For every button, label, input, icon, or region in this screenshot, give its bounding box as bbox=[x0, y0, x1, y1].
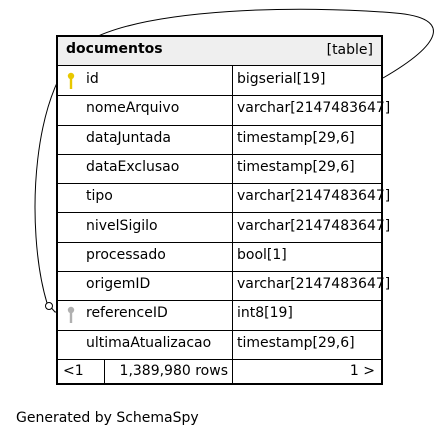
relationship-origin-circle bbox=[45, 302, 53, 310]
column-row-nomearquivo[interactable]: nomeArquivo varchar[2147483647] bbox=[58, 95, 390, 126]
column-type: int8[19] bbox=[237, 305, 293, 322]
relationship-line bbox=[34, 8, 434, 313]
table-kind: [table] bbox=[326, 42, 373, 58]
table-name: documentos bbox=[66, 41, 163, 57]
column-row-origemid[interactable]: origemID varchar[2147483647] bbox=[58, 271, 390, 302]
column-row-processado[interactable]: processado bool[1] bbox=[58, 241, 381, 273]
column-name: id bbox=[86, 71, 99, 87]
column-type: timestamp[29,6] bbox=[237, 158, 355, 175]
column-type: timestamp[29,6] bbox=[237, 334, 355, 351]
generated-by-label: Generated by SchemaSpy bbox=[16, 410, 199, 426]
column-name: dataExclusao bbox=[86, 158, 180, 175]
column-name: dataJuntada bbox=[86, 129, 171, 146]
column-type: varchar[2147483647] bbox=[237, 276, 391, 293]
column-row-tipo[interactable]: tipo varchar[2147483647] bbox=[58, 183, 390, 214]
parents-count[interactable]: <1 bbox=[63, 363, 84, 379]
column-name: nivelSigilo bbox=[86, 217, 158, 234]
column-type: bool[1] bbox=[237, 246, 287, 263]
column-type: varchar[2147483647] bbox=[237, 217, 391, 234]
column-row-dataexclusao[interactable]: dataExclusao timestamp[29,6] bbox=[58, 153, 381, 185]
column-type: timestamp[29,6] bbox=[237, 129, 355, 146]
foreign-key-icon bbox=[67, 307, 75, 324]
column-type: bigserial[19] bbox=[237, 71, 326, 87]
column-type: varchar[2147483647] bbox=[237, 100, 391, 117]
children-count[interactable]: 1 > bbox=[349, 363, 375, 379]
table-header: documentos [table] bbox=[58, 37, 381, 66]
column-name: nomeArquivo bbox=[86, 100, 180, 117]
column-row-ultimaatualizacao[interactable]: ultimaAtualizacao timestamp[29,6] bbox=[58, 329, 381, 360]
row-count: 1,389,980 rows bbox=[119, 363, 228, 379]
column-row-datajuntada[interactable]: dataJuntada timestamp[29,6] bbox=[58, 124, 381, 155]
column-name: ultimaAtualizacao bbox=[86, 334, 212, 351]
column-row-nivelsigilo[interactable]: nivelSigilo varchar[2147483647] bbox=[58, 212, 390, 243]
column-name: referenceID bbox=[86, 305, 168, 322]
column-type: varchar[2147483647] bbox=[237, 188, 391, 205]
column-name: origemID bbox=[86, 276, 151, 293]
column-row-referenceid[interactable]: referenceID int8[19] bbox=[58, 300, 381, 331]
column-name: processado bbox=[86, 246, 166, 263]
primary-key-icon bbox=[67, 72, 75, 89]
column-name: tipo bbox=[86, 188, 113, 205]
documentos-table[interactable]: documentos [table] id bigserial[19] nome… bbox=[56, 35, 390, 385]
table-footer: <1 1,389,980 rows 1 > bbox=[58, 360, 381, 384]
column-row-id[interactable]: id bigserial[19] bbox=[58, 66, 381, 97]
